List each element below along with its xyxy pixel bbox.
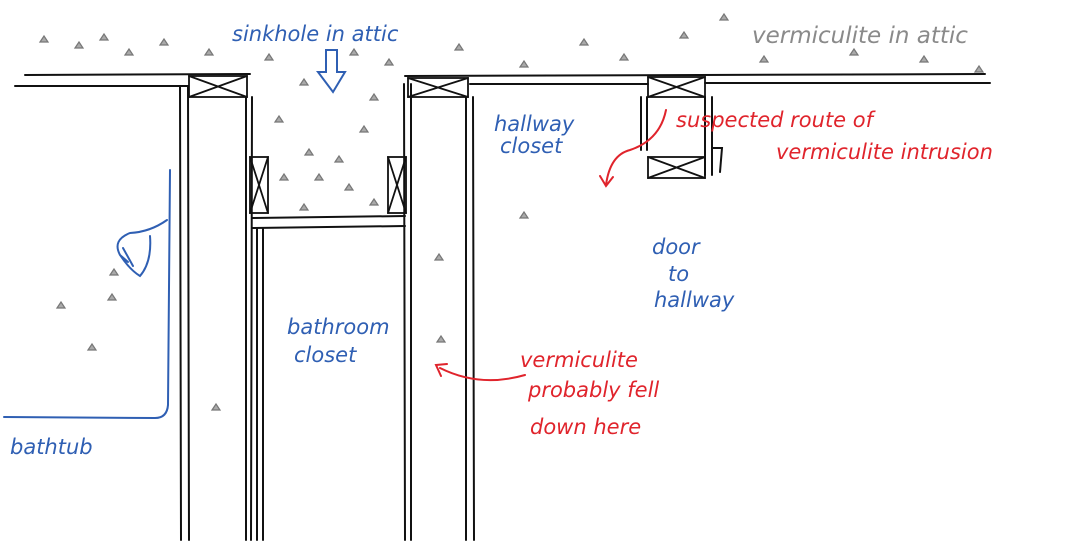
vermiculite-particle: [918, 54, 930, 63]
vermiculite-particle: [38, 34, 50, 43]
sinkhole-arrow-icon: [316, 49, 347, 94]
joist-left: [188, 75, 248, 98]
vermiculite-particle: [158, 37, 170, 46]
vermiculite-particle: [678, 30, 690, 39]
vermiculite-particle: [453, 42, 465, 51]
vermiculite-particle: [383, 57, 395, 66]
joist-sinkhole-left: [249, 156, 269, 214]
vermiculite-particle: [348, 47, 360, 56]
vermiculite-particle: [108, 267, 120, 276]
label-suspected-1: suspected route of: [676, 108, 874, 132]
vermiculite-particle: [203, 47, 215, 56]
label-vermiculite-attic: vermiculite in attic: [752, 23, 968, 49]
bathroom-closet-walls: [251, 83, 412, 541]
vermiculite-particle: [368, 197, 380, 206]
vermiculite-particle: [343, 182, 355, 191]
vermiculite-particle: [368, 92, 380, 101]
label-suspected-2: vermiculite intrusion: [776, 140, 993, 164]
joist-hallway: [407, 77, 469, 98]
vermiculite-particle: [123, 47, 135, 56]
joist-right-lower: [647, 156, 706, 179]
label-fell-1: vermiculite: [520, 348, 638, 372]
label-door-1: door: [652, 235, 700, 259]
vermiculite-particle: [518, 210, 530, 219]
vermiculite-particle: [273, 114, 285, 123]
red-arrows: [434, 109, 667, 382]
vermiculite-particle: [106, 292, 118, 301]
vermiculite-particle: [518, 59, 530, 68]
vermiculite-particle: [435, 334, 447, 343]
vermiculite-particle: [758, 54, 770, 63]
left-wall: [179, 85, 253, 541]
label-sinkhole: sinkhole in attic: [232, 22, 399, 46]
label-hallway-closet-1: hallway: [494, 112, 575, 136]
label-bathroom-closet-1: bathroom: [287, 315, 390, 339]
vermiculite-particles: [38, 12, 985, 411]
hallway-closet-walls: [465, 96, 724, 541]
label-door-2: to: [668, 262, 690, 286]
vermiculite-particle: [313, 172, 325, 181]
vermiculite-particle: [86, 342, 98, 351]
label-door-3: hallway: [654, 288, 735, 312]
label-fell-3: down here: [530, 415, 642, 439]
attic-floor: [14, 73, 991, 87]
vermiculite-particle: [433, 252, 445, 261]
vermiculite-particle: [718, 12, 730, 21]
label-fell-2: probably fell: [528, 378, 660, 402]
vermiculite-particle: [618, 52, 630, 61]
joist-right-top: [647, 76, 706, 98]
label-bathtub: bathtub: [10, 435, 93, 459]
vermiculite-particle: [298, 202, 310, 211]
vermiculite-particle: [210, 402, 222, 411]
vermiculite-particle: [358, 124, 370, 133]
vermiculite-particle: [73, 40, 85, 49]
joists: [188, 75, 706, 214]
vermiculite-particle: [98, 32, 110, 41]
vermiculite-particle: [973, 64, 985, 73]
vermiculite-particle: [278, 172, 290, 181]
label-bathroom-closet-2: closet: [294, 343, 357, 367]
bathtub-outline: [3, 169, 171, 420]
vermiculite-particle: [578, 37, 590, 46]
vermiculite-particle: [55, 300, 67, 309]
vermiculite-particle: [333, 154, 345, 163]
vermiculite-particle: [263, 52, 275, 61]
vermiculite-particle: [303, 147, 315, 156]
vermiculite-particle: [298, 77, 310, 86]
vermiculite-particle: [848, 47, 860, 56]
joist-sinkhole-right: [387, 156, 407, 214]
label-hallway-closet-2: closet: [500, 134, 563, 158]
